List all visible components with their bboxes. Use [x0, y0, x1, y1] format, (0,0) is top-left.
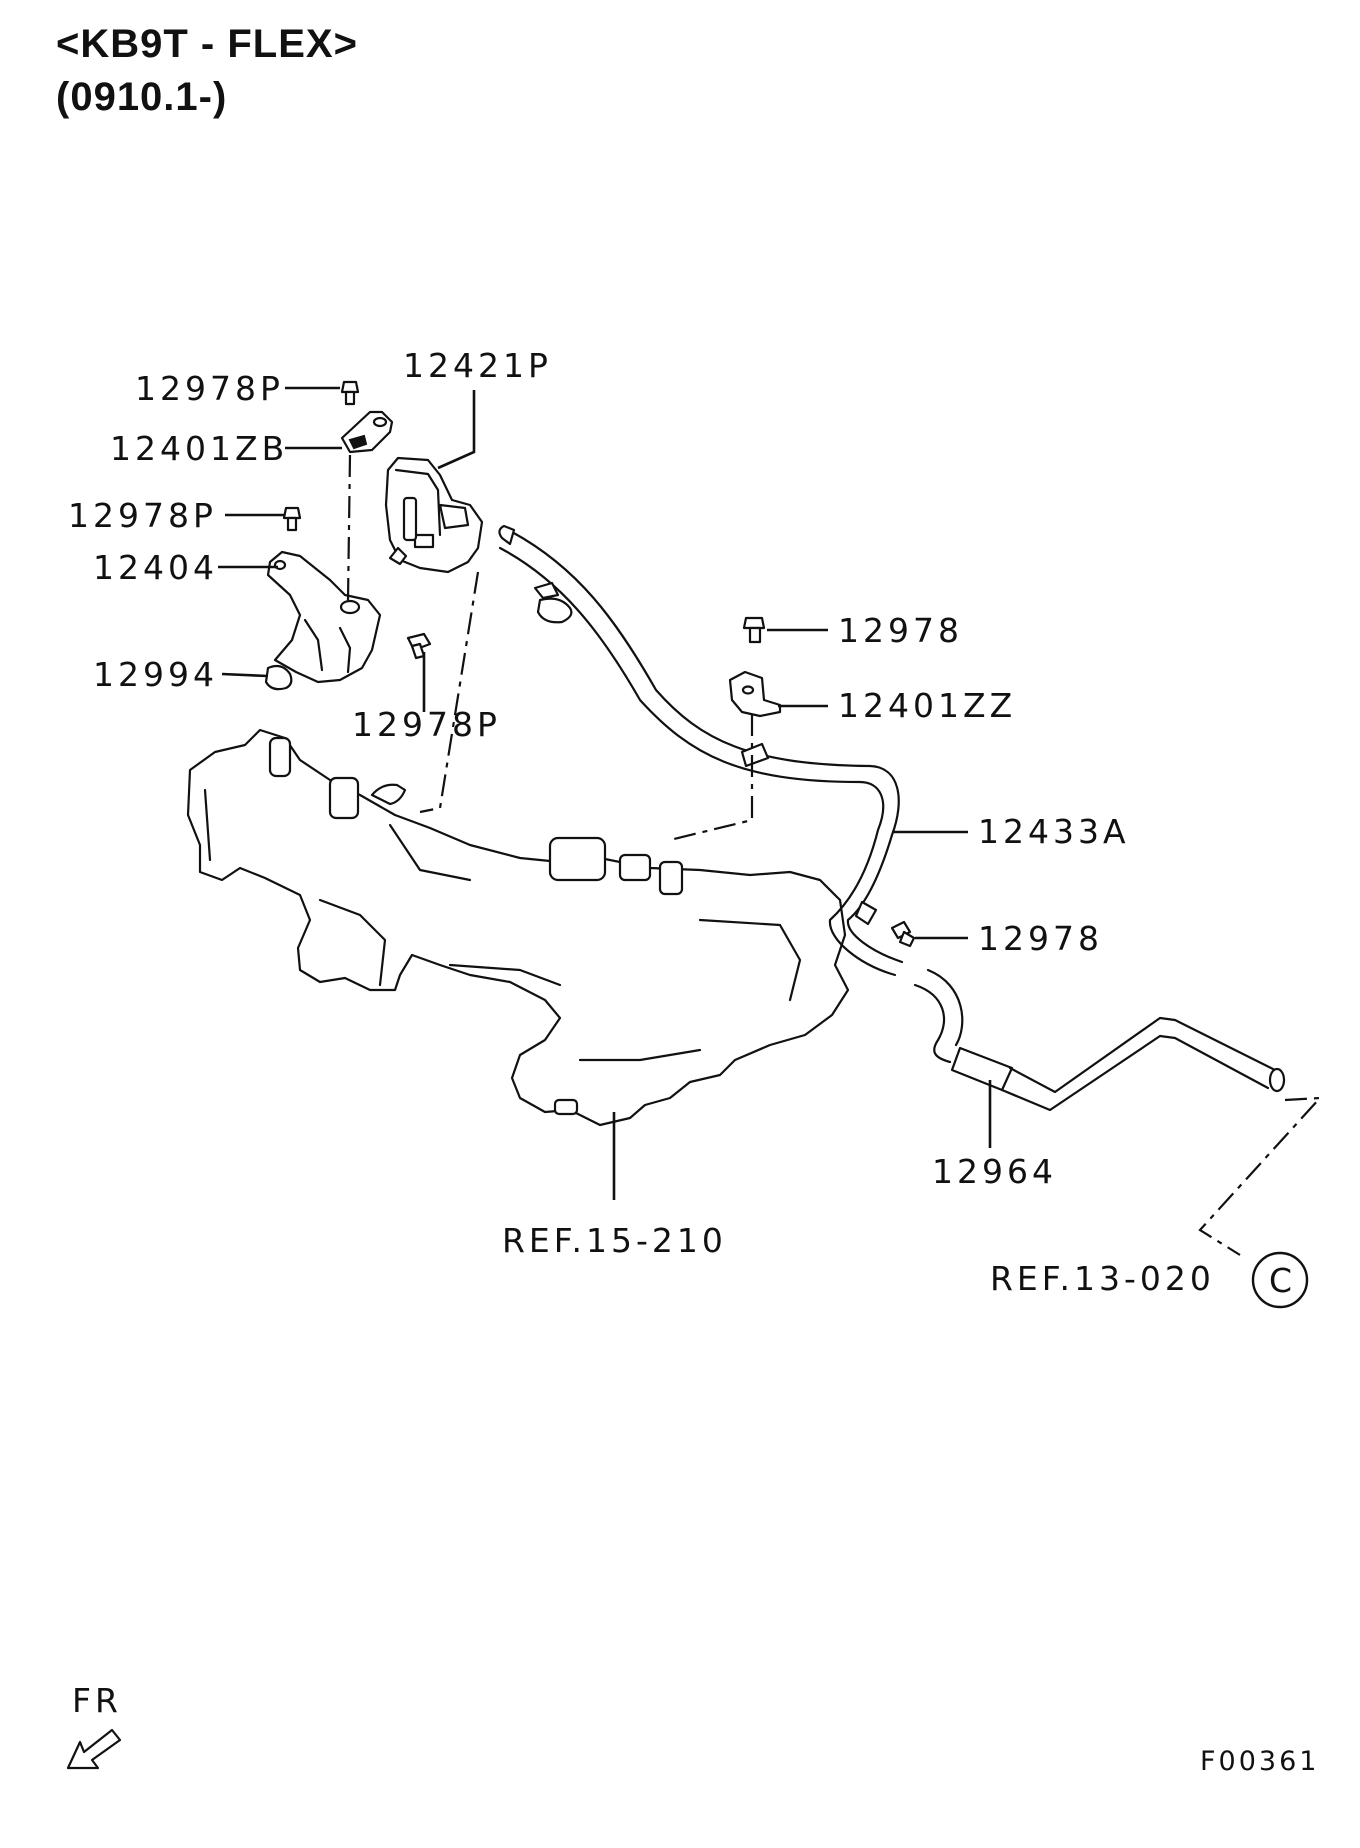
connector-hose-drawing: [913, 968, 1286, 1112]
callout-12978p-middle: 12978P: [68, 496, 217, 535]
callout-12978p-upper: 12978P: [135, 369, 284, 408]
callout-12401zb: 12401ZB: [110, 429, 288, 468]
leader-lines: [218, 386, 992, 1200]
reference-engine: REF.15-210: [502, 1221, 727, 1260]
vacuum-hose-drawing: [498, 524, 904, 977]
callout-12433a: 12433A: [978, 812, 1130, 851]
date-range-title: (0910.1-): [56, 75, 228, 119]
bolt-right-drawing: [890, 920, 916, 948]
callout-12401zz: 12401ZZ: [838, 686, 1016, 725]
callout-12978p-lower: 12978P: [352, 705, 501, 744]
callout-12978-lower: 12978: [978, 919, 1103, 958]
lower-bracket-drawing: [728, 616, 782, 718]
callout-12978-upper: 12978: [838, 611, 963, 650]
model-variant-title: <KB9T - FLEX>: [56, 22, 358, 66]
purge-solenoid-valve-drawing: [384, 456, 484, 574]
main-bracket-drawing: [264, 506, 432, 691]
callout-12421p: 12421P: [403, 346, 552, 385]
callout-12994: 12994: [93, 655, 218, 694]
connector-circle-marker: C: [1251, 1251, 1309, 1309]
front-direction-indicator: FR: [66, 1681, 122, 1770]
figure-code: F00361: [1200, 1746, 1319, 1777]
callout-12404: 12404: [93, 548, 218, 587]
front-label: FR: [72, 1681, 122, 1720]
assembly-center-lines: [346, 454, 1323, 1256]
intake-manifold-drawing: [186, 728, 850, 1127]
callout-12964: 12964: [932, 1152, 1057, 1191]
connector-circle-letter: C: [1269, 1261, 1292, 1300]
upper-bracket-drawing: [340, 380, 394, 454]
reference-hose-end: REF.13-020: [990, 1259, 1215, 1298]
front-arrow-icon: [66, 1728, 122, 1770]
